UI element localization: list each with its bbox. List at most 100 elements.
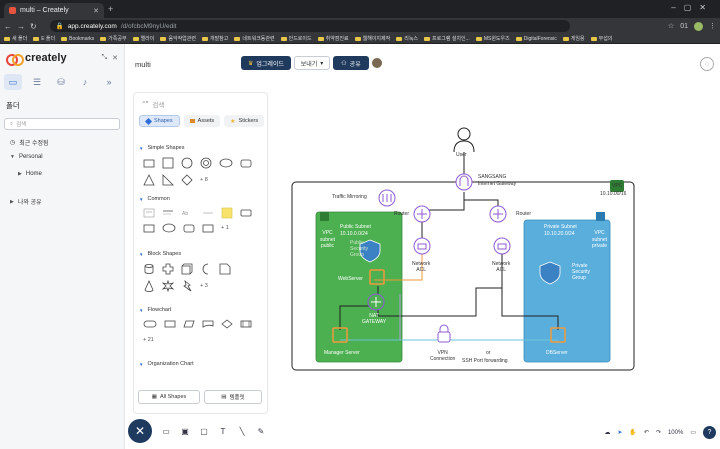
bookmark-item[interactable]: Bookmarks xyxy=(61,36,94,42)
triangle-shape[interactable] xyxy=(143,174,155,186)
bookmark-item[interactable]: 웹해이지제작 xyxy=(354,35,390,42)
callout-shape[interactable] xyxy=(240,208,252,218)
help-icon[interactable]: ? xyxy=(703,426,716,439)
lightning-shape[interactable] xyxy=(181,280,193,292)
bookmark-item[interactable]: 취약점진료 xyxy=(317,35,349,42)
private-subnet-box[interactable] xyxy=(523,219,611,363)
folder-icon[interactable]: ▭ xyxy=(4,74,22,90)
rectangle-tool-icon[interactable]: ▭ xyxy=(162,426,170,436)
webserver-icon[interactable] xyxy=(369,269,385,285)
text-shape[interactable]: Ab xyxy=(181,208,195,218)
bookmark-item[interactable]: 네트워크동관련 xyxy=(234,35,275,42)
close-panel-icon[interactable]: ✕ xyxy=(112,55,118,62)
all-shapes-button[interactable]: ▦ All Shapes xyxy=(138,390,200,404)
bookmark-item[interactable]: 음악작업관련 xyxy=(160,35,196,42)
document-title[interactable]: multi xyxy=(135,60,151,69)
moon-shape[interactable] xyxy=(200,263,212,275)
bookmark-item[interactable]: 안드로이드 xyxy=(280,35,312,42)
send-button[interactable]: 보내기 ▾ xyxy=(294,56,330,70)
tree-item-shared[interactable]: ▶ 나와 공유 xyxy=(10,197,42,207)
pen-tool-icon[interactable]: ✎ xyxy=(257,426,265,436)
templates-button[interactable]: ▤ 템플릿 xyxy=(204,390,262,404)
rounded-rect-shape[interactable] xyxy=(240,158,252,168)
section-common[interactable]: ▼Common xyxy=(139,196,170,202)
tab-assets[interactable]: Assets xyxy=(183,115,221,127)
chat-icon[interactable]: ◌ xyxy=(700,57,714,71)
close-toolbar-button[interactable]: ✕ xyxy=(128,419,152,443)
back-icon[interactable]: ← xyxy=(4,21,12,31)
collapse-icon[interactable]: ⤡ xyxy=(101,54,108,61)
extensions-icon[interactable]: ☆ xyxy=(667,23,675,30)
vpn-icon[interactable] xyxy=(437,324,451,343)
avatar[interactable] xyxy=(371,57,383,69)
more-shapes-count[interactable]: + 1 xyxy=(221,225,229,231)
pointer-icon[interactable]: ➤ xyxy=(617,430,623,436)
tab-shapes[interactable]: Shapes xyxy=(139,115,180,127)
dbserver-icon[interactable] xyxy=(550,327,566,343)
document-shape[interactable] xyxy=(202,319,214,329)
cylinder-shape[interactable] xyxy=(143,263,155,275)
text-box-shape[interactable] xyxy=(143,208,155,218)
redo-icon[interactable]: ↷ xyxy=(655,430,661,436)
card-shape[interactable] xyxy=(202,223,214,233)
terminator-shape[interactable] xyxy=(143,319,157,329)
window-controls[interactable]: –▢✕ xyxy=(671,3,714,12)
ellipse-shape[interactable] xyxy=(219,158,233,168)
internet-gateway-icon[interactable] xyxy=(455,173,473,191)
bookmark-item[interactable]: 무섭의 xyxy=(590,35,612,42)
menu-icon[interactable]: ⋮ xyxy=(709,23,716,30)
router-right-icon[interactable] xyxy=(489,205,507,223)
rail-search-input[interactable]: ⌕ 검색 xyxy=(4,118,120,130)
burst-shape[interactable] xyxy=(162,280,174,292)
forward-icon[interactable]: → xyxy=(17,21,25,31)
bookmark-item[interactable]: DigitalForensic xyxy=(515,36,557,42)
text-tool-icon[interactable]: T xyxy=(220,426,226,436)
more-shapes-count[interactable]: + 3 xyxy=(200,283,208,289)
upgrade-button[interactable]: ♛ 업그레이드 xyxy=(241,56,291,70)
tree-item-home[interactable]: ▶ Home xyxy=(18,171,42,177)
creately-logo[interactable]: creately xyxy=(6,52,67,66)
more-shapes-count[interactable]: + 21 xyxy=(143,337,154,343)
cycle-shape[interactable] xyxy=(200,157,212,169)
section-simple-shapes[interactable]: ▼Simple Shapes xyxy=(139,145,184,151)
sticky-note-shape[interactable] xyxy=(221,207,233,219)
shapes-search-input[interactable]: ⌕▾ 검색 xyxy=(142,99,164,109)
public-shield-icon[interactable] xyxy=(359,239,381,263)
data-shape[interactable] xyxy=(183,319,195,329)
cone-shape[interactable] xyxy=(143,280,155,292)
bookmark-item[interactable]: 엘라이 xyxy=(132,35,154,42)
process-shape[interactable] xyxy=(164,319,176,329)
minimap-icon[interactable]: ▭ xyxy=(690,430,696,436)
cross-shape[interactable] xyxy=(162,263,174,275)
network-acl-left-icon[interactable] xyxy=(413,237,431,255)
bookmark-item[interactable]: 프로그램 설치인... xyxy=(424,35,470,42)
round-box-shape[interactable] xyxy=(183,223,195,233)
cloud-sync-icon[interactable]: ☁ xyxy=(604,430,611,436)
tasks-icon[interactable]: ☰ xyxy=(32,76,42,87)
network-acl-right-icon[interactable] xyxy=(493,237,511,255)
oval-shape[interactable] xyxy=(162,223,176,233)
router-left-icon[interactable] xyxy=(413,205,431,223)
traffic-mirroring-icon[interactable] xyxy=(378,189,396,207)
decision-shape[interactable] xyxy=(221,319,233,329)
tree-item-recent[interactable]: ◷ 최근 수정됨 xyxy=(10,138,49,147)
hand-icon[interactable]: ✋ xyxy=(629,430,637,436)
undo-icon[interactable]: ↶ xyxy=(643,430,649,436)
more-shapes-count[interactable]: + 8 xyxy=(200,177,208,183)
sticky-tool-icon[interactable]: ▢ xyxy=(200,426,208,436)
public-subnet-box[interactable] xyxy=(315,211,403,363)
share-button[interactable]: ⚇ 공유 xyxy=(333,56,369,70)
bookmark-item[interactable]: 개발참고 xyxy=(201,35,228,42)
bookmark-item[interactable]: MS윈도우즈 xyxy=(475,35,510,42)
circle-shape[interactable] xyxy=(181,157,193,169)
section-organization-chart[interactable]: ▼Organization Chart xyxy=(139,361,194,367)
tab-close-icon[interactable]: ✕ xyxy=(93,7,99,15)
cube-shape[interactable] xyxy=(181,263,193,275)
new-tab-icon[interactable]: + xyxy=(108,4,114,14)
reload-icon[interactable]: ↻ xyxy=(30,21,37,31)
bookmark-item[interactable]: 새 폴더 xyxy=(4,35,27,42)
user-icon[interactable] xyxy=(453,127,475,153)
bookmark-item[interactable]: 가족공부 xyxy=(100,35,127,42)
diamond-shape[interactable] xyxy=(181,174,193,186)
chevrons-icon[interactable]: » xyxy=(106,77,112,87)
